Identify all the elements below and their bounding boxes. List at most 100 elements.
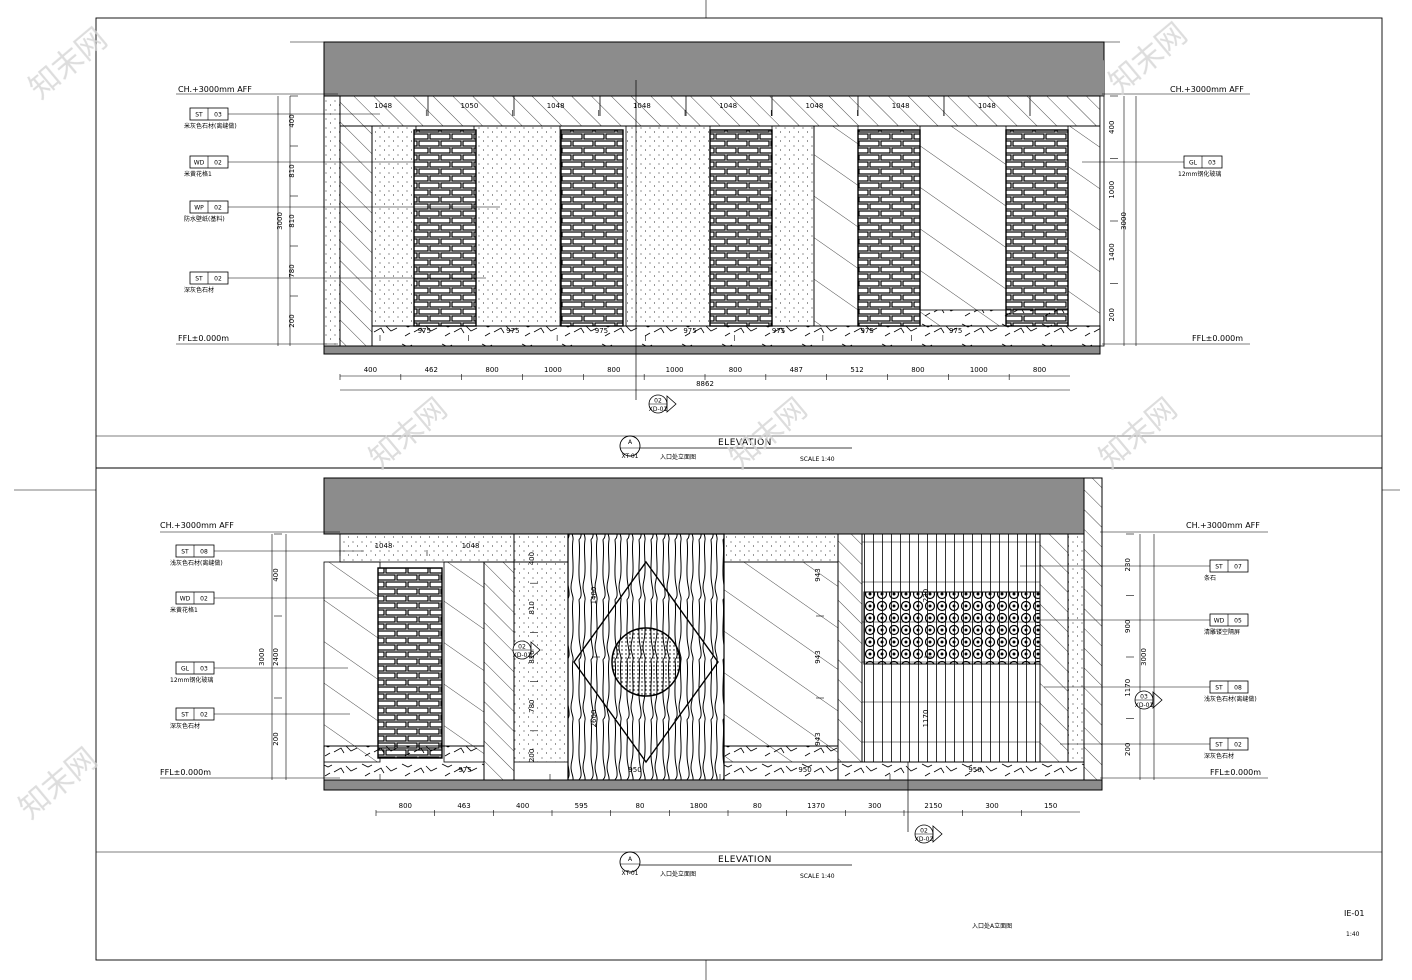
width-dims-dim: 800 bbox=[911, 366, 924, 374]
width-dims-dim: 400 bbox=[364, 366, 377, 374]
base-dims-dim: 975 bbox=[683, 327, 696, 335]
height-dims-dim: 400 bbox=[528, 552, 536, 565]
title-block-upper: A XT-01 ELEVATION 入口处立面图 SCALE 1:40 bbox=[619, 435, 852, 463]
base-dims-dim: 975 bbox=[860, 327, 873, 335]
height-dims-dim: 810 bbox=[288, 214, 296, 227]
band-dims-dim: 1048 bbox=[633, 102, 651, 110]
section-callout-num: 02 bbox=[654, 398, 662, 405]
width-dims-dim: 800 bbox=[729, 366, 742, 374]
total-width: 8862 bbox=[696, 380, 714, 388]
material-tag-num: 05 bbox=[1234, 618, 1242, 625]
title-sheet-ref-lower: XT-01 bbox=[622, 870, 639, 877]
material-tag-code: ST bbox=[1215, 564, 1223, 571]
material-tag-code: WD bbox=[1214, 618, 1225, 625]
title-heading-lower: ELEVATION bbox=[718, 855, 772, 865]
title-name-upper: 入口处立面图 bbox=[660, 453, 696, 461]
material-tag-num: 08 bbox=[1234, 685, 1242, 692]
width-dims-dim: 1000 bbox=[666, 366, 684, 374]
width-dims-dim: 1000 bbox=[970, 366, 988, 374]
height-dims-dim: 1400 bbox=[1108, 243, 1116, 261]
title-heading-upper: ELEVATION bbox=[718, 438, 772, 448]
material-tag-desc: 清雕镂空隔屏 bbox=[1204, 628, 1240, 636]
floor-level-label: FFL±0.000m bbox=[1210, 768, 1261, 777]
height-dims-dim: 200 bbox=[1124, 743, 1132, 756]
width-dims-dim: 80 bbox=[636, 802, 645, 810]
height-dims-dim: 200 bbox=[1108, 308, 1116, 321]
title-sheet-ref-upper: XT-01 bbox=[622, 453, 639, 460]
height-dims-dim: 230 bbox=[922, 589, 930, 602]
material-tag-num: 07 bbox=[1234, 564, 1242, 571]
section-callout-arrow bbox=[932, 825, 943, 843]
drawing-number: IE-01 bbox=[1344, 909, 1364, 918]
floor-level-label: FFL±0.000m bbox=[1192, 334, 1243, 343]
base-dims-dim: 975 bbox=[595, 327, 608, 335]
sheet-scale: 1:40 bbox=[1346, 931, 1360, 938]
height-dims-dim: 810 bbox=[288, 164, 296, 177]
band-dims-dim: 1048 bbox=[374, 102, 392, 110]
ceiling-level-label: CH.+3000mm AFF bbox=[178, 85, 252, 94]
section-callout-ref: XD-01 bbox=[513, 652, 532, 659]
width-dims-dim: 487 bbox=[790, 366, 803, 374]
material-tag-code: ST bbox=[195, 112, 203, 119]
section-callout-arrow bbox=[666, 395, 677, 413]
material-tag-desc: 深灰色石材 bbox=[1204, 752, 1234, 760]
width-dims-dim: 80 bbox=[753, 802, 762, 810]
material-tag-num: 03 bbox=[1208, 160, 1216, 167]
watermark: 知末网 bbox=[723, 391, 814, 476]
height-dims-dim: 943 bbox=[814, 650, 822, 663]
material-tag-desc: 米灰色石材(离缝做) bbox=[184, 122, 237, 130]
material-tag-code: WP bbox=[194, 205, 204, 212]
height-dims-dim: 2600 bbox=[590, 710, 598, 728]
material-tag-code: ST bbox=[1215, 742, 1223, 749]
material-tag-num: 08 bbox=[200, 549, 208, 556]
floor-level-label: FFL±0.000m bbox=[178, 334, 229, 343]
band-dims-dim: 1050 bbox=[460, 102, 478, 110]
sheet-title: 入口处A立面图 bbox=[972, 922, 1012, 930]
title-mark-upper: A bbox=[628, 439, 633, 446]
width-dims-dim: 800 bbox=[485, 366, 498, 374]
material-tag-num: 02 bbox=[200, 596, 208, 603]
elevation-lower bbox=[160, 477, 1268, 832]
title-scale-lower: SCALE 1:40 bbox=[800, 873, 835, 880]
material-tag-desc: 深灰色石材 bbox=[184, 286, 214, 294]
material-tag-desc: 米黄花格1 bbox=[170, 606, 198, 614]
material-tag-desc: 条石 bbox=[1204, 574, 1216, 582]
width-dims-dim: 1370 bbox=[807, 802, 825, 810]
height-dims-dim: 200 bbox=[272, 732, 280, 745]
base-dims-dim: 975 bbox=[949, 327, 962, 335]
width-dims-dim: 462 bbox=[425, 366, 438, 374]
width-dims-dim: 150 bbox=[1044, 802, 1057, 810]
title-name-lower: 入口处立面图 bbox=[660, 870, 696, 878]
base-dims-dim: 975 bbox=[506, 327, 519, 335]
material-tag-desc: 浅灰色石材(离缝做) bbox=[1204, 695, 1257, 703]
height-dims-dim: 400 bbox=[288, 114, 296, 127]
base-dims-dim: 950 bbox=[628, 766, 641, 774]
band-dims-dim: 1048 bbox=[892, 102, 910, 110]
floor-level-label: FFL±0.000m bbox=[160, 768, 211, 777]
height-dims-dim: 200 bbox=[528, 749, 536, 762]
height-dims-dim: 780 bbox=[528, 700, 536, 713]
height-dims-dim: 1000 bbox=[1108, 181, 1116, 199]
width-dims-dim: 800 bbox=[1033, 366, 1046, 374]
total-height: 3000 bbox=[276, 212, 284, 230]
watermark: 知末网 bbox=[1093, 391, 1184, 476]
watermark: 知末网 bbox=[23, 21, 114, 106]
height-dims-dim: 1170 bbox=[922, 710, 930, 728]
height-dims-dim: 2400 bbox=[272, 648, 280, 666]
material-tag-desc: 浅灰色石材(离缝做) bbox=[170, 559, 223, 567]
section-callout-ref: XD-01 bbox=[1135, 702, 1154, 709]
band-dims-dim: 1048 bbox=[462, 542, 480, 550]
base-dims-dim: 975 bbox=[458, 766, 471, 774]
material-tag-code: GL bbox=[181, 666, 190, 673]
section-callout-ref: XD-01 bbox=[649, 406, 668, 413]
width-dims-dim: 595 bbox=[575, 802, 588, 810]
material-tag-code: ST bbox=[181, 712, 189, 719]
material-tag-num: 02 bbox=[214, 276, 222, 283]
band-dims-dim: 1048 bbox=[978, 102, 996, 110]
band-dims-dim: 1048 bbox=[805, 102, 823, 110]
material-tag-num: 02 bbox=[214, 160, 222, 167]
section-callout-ref: XD-02 bbox=[915, 836, 934, 843]
material-tag-desc: 12mm钢化玻璃 bbox=[170, 676, 213, 684]
